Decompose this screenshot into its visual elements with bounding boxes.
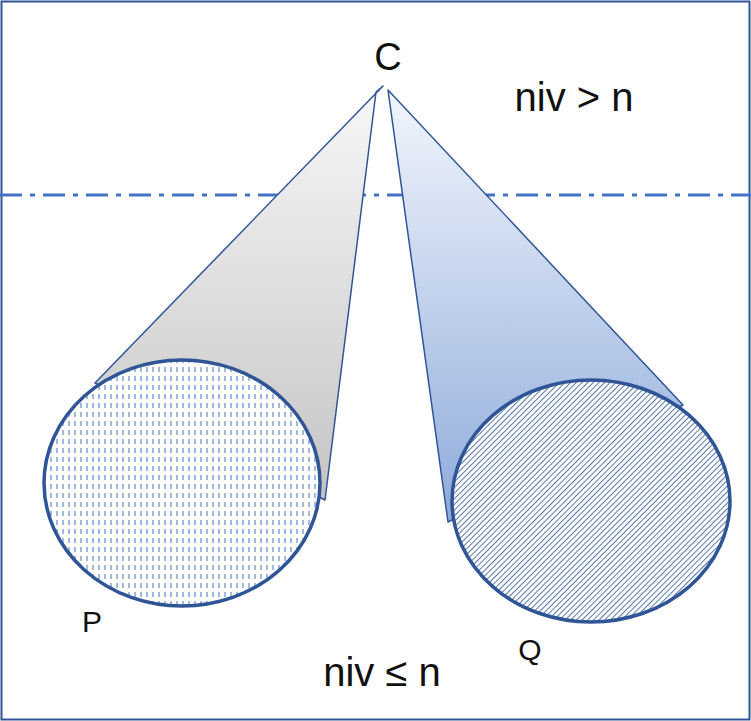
- ellipse-label: Q: [518, 635, 541, 665]
- region-label: niv > n: [515, 77, 634, 117]
- level-line: [0, 194, 751, 197]
- ellipse-shape: [450, 378, 732, 624]
- ellipse-shape: [42, 358, 322, 608]
- region-ellipse: P: [42, 358, 322, 608]
- ellipse-label: P: [82, 607, 102, 637]
- region-label: niv ≤ n: [323, 652, 441, 692]
- region-ellipse: Q: [450, 378, 732, 624]
- point-label: C: [374, 38, 401, 76]
